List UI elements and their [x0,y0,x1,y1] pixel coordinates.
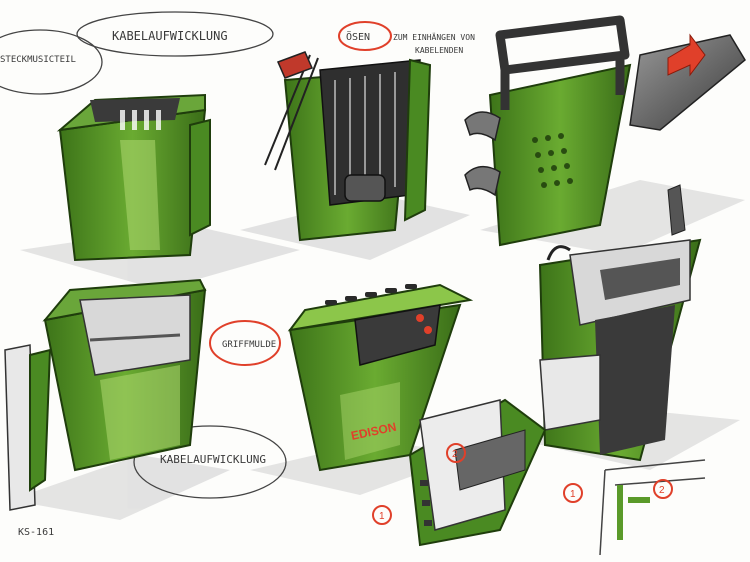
marker-1-handle: 1 [379,511,385,522]
sketch-box-1 [56,93,211,262]
label-oesen-rest: ZUM EINHÄNGEN VON [393,32,475,42]
sketch-box-5 [287,283,474,472]
label-top-left: STECKMUSICTEIL [0,55,76,65]
marker-1-profile: 1 [570,489,576,500]
label-oesen-line2: KABELENDEN [415,46,463,55]
sketch-detail-profile [599,459,706,556]
marker-2-profile: 2 [659,485,665,496]
sketch-box-6 [538,184,702,462]
label-griffmulde: GRIFFMULDE [222,340,276,350]
label-model: KS-161 [18,527,54,538]
sketch-detail-handle [408,398,547,547]
annotation-bubbles [0,11,287,499]
sketch-box-3 [464,15,746,247]
sketch-box-2 [264,51,432,242]
red-markers [209,21,673,525]
label-oesen: ÖSEN [346,30,370,43]
label-kabelaufwicklung-bottom: KABELAUFWICKLUNG [160,453,266,466]
label-kabelaufwicklung-top: KABELAUFWICKLUNG [112,29,228,43]
sketch-box-4 [4,278,207,511]
marker-2-handle: 2 [452,449,458,460]
